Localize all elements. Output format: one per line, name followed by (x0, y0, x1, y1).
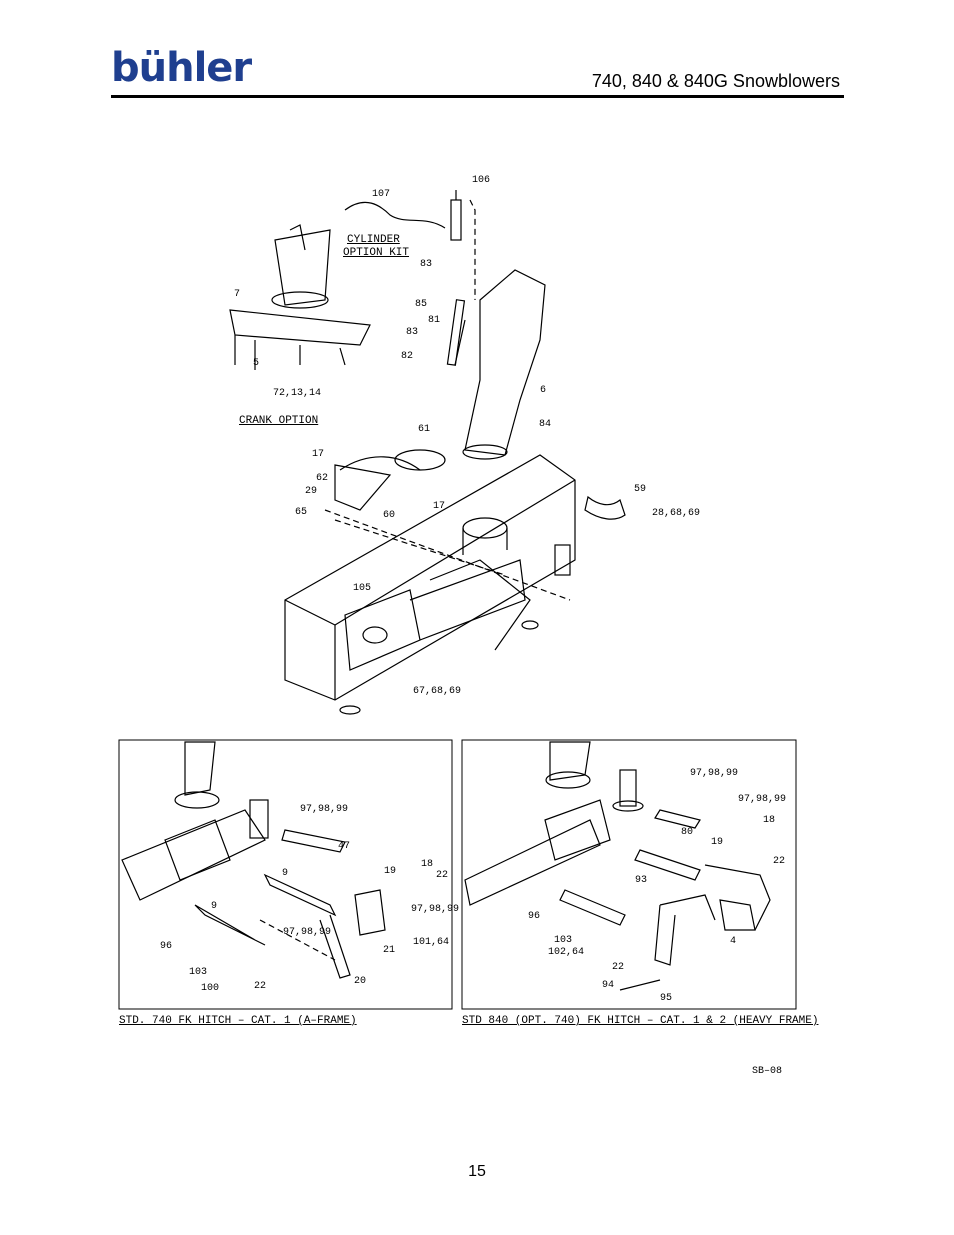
label-5: 5 (253, 358, 259, 369)
l-label-19: 19 (384, 866, 396, 877)
label-82: 82 (401, 351, 413, 362)
r-label-22b: 22 (612, 962, 624, 973)
r-label-93: 93 (635, 875, 647, 886)
l-label-47: 47 (338, 841, 350, 852)
label-6: 6 (540, 385, 546, 396)
r-label-95: 95 (660, 993, 672, 1004)
label-83b: 83 (406, 327, 418, 338)
label-83: 83 (420, 259, 432, 270)
label-106: 106 (472, 175, 490, 186)
r-label-97-98-99: 97,98,99 (690, 768, 738, 779)
l-label-96: 96 (160, 941, 172, 952)
r-label-4: 4 (730, 936, 736, 947)
page-number: 15 (468, 1163, 486, 1180)
r-label-94: 94 (602, 980, 614, 991)
caption-crank-option: CRANK OPTION (239, 415, 319, 427)
l-label-22: 22 (436, 870, 448, 881)
hydraulic-hose (344, 201, 446, 229)
label-60: 60 (383, 510, 395, 521)
label-61: 61 (418, 424, 430, 435)
label-28-68-69: 28,68,69 (652, 508, 700, 519)
l-label-18: 18 (421, 859, 433, 870)
l-label-9b: 9 (211, 901, 217, 912)
caption-cylinder-line1: CYLINDER (347, 234, 400, 246)
l-label-103: 103 (189, 967, 207, 978)
label-67-68-69: 67,68,69 (413, 686, 461, 697)
l-label-97-98-99-c: 97,98,99 (283, 927, 331, 938)
l-label-22b: 22 (254, 981, 266, 992)
hydraulic-cylinder (450, 199, 462, 241)
inset-840-hitch (461, 739, 797, 1010)
label-7: 7 (234, 289, 240, 300)
l-label-97-98-99-b: 97,98,99 (411, 904, 459, 915)
label-107: 107 (372, 189, 390, 200)
label-84: 84 (539, 419, 551, 430)
buhler-logo: bühler (111, 45, 252, 91)
l-label-97-98-99: 97,98,99 (300, 804, 348, 815)
label-59: 59 (634, 484, 646, 495)
inset-740-hitch (118, 739, 453, 1010)
r-label-102-64: 102,64 (548, 947, 584, 958)
label-17b: 17 (433, 501, 445, 512)
header-rule (111, 95, 844, 98)
main-chute (464, 269, 546, 456)
label-62: 62 (316, 473, 328, 484)
r-label-97-98-99-b: 97,98,99 (738, 794, 786, 805)
label-72-13-14: 72,13,14 (273, 388, 321, 399)
r-label-18: 18 (763, 815, 775, 826)
label-65: 65 (295, 507, 307, 518)
sheet-code: SB–08 (752, 1066, 783, 1077)
r-label-96: 96 (528, 911, 540, 922)
label-105: 105 (353, 583, 371, 594)
label-85: 85 (415, 299, 427, 310)
l-label-9: 9 (282, 868, 288, 879)
label-81: 81 (428, 315, 440, 326)
label-29: 29 (305, 486, 317, 497)
blower-housing (284, 454, 576, 701)
r-label-103: 103 (554, 935, 572, 946)
crank-chute (274, 229, 331, 306)
l-label-21: 21 (383, 945, 395, 956)
caption-cylinder-line2: OPTION KIT (343, 247, 410, 259)
caption-std-840: STD 840 (OPT. 740) FK HITCH – CAT. 1 & 2… (462, 1015, 819, 1027)
l-label-101-64: 101,64 (413, 937, 449, 948)
label-17: 17 (312, 449, 324, 460)
r-label-80: 80 (681, 827, 693, 838)
r-label-19: 19 (711, 837, 723, 848)
document-title: 740, 840 & 840G Snowblowers (591, 71, 840, 91)
l-label-20: 20 (354, 976, 366, 987)
caption-std-740: STD. 740 FK HITCH – CAT. 1 (A–FRAME) (119, 1015, 357, 1027)
l-label-100: 100 (201, 983, 219, 994)
r-label-22: 22 (773, 856, 785, 867)
